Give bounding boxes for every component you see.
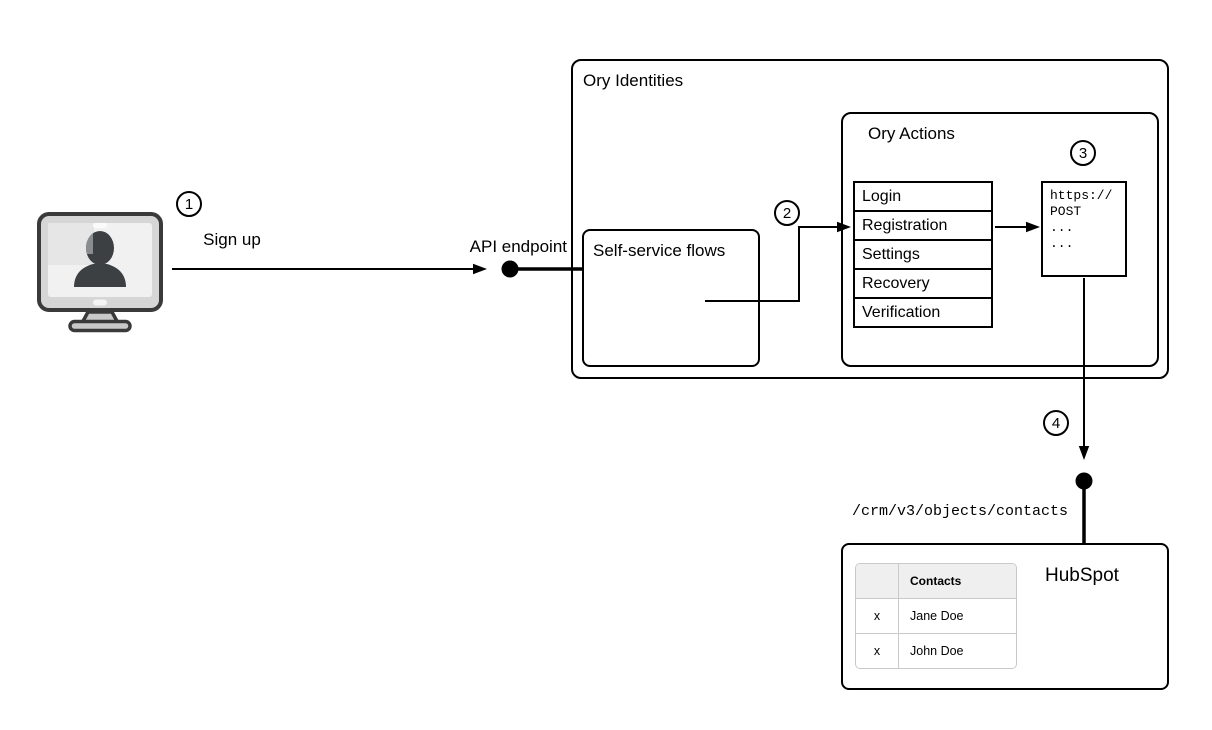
contacts-header-cell: Contacts: [910, 574, 962, 588]
hubspot-endpoint-dot-icon: [1075, 472, 1093, 490]
flow-row-recovery: Recovery: [855, 268, 991, 297]
monitor-chin-button: [93, 299, 107, 306]
self-service-flows-list: Login Registration Settings Recovery Ver…: [853, 181, 993, 328]
signup-label: Sign up: [203, 230, 261, 249]
contacts-table: Contacts x Jane Doe x John Doe: [855, 563, 1017, 669]
webhook-request-box: https:// POST ... ...: [1041, 181, 1127, 277]
monitor-screen-shade: [48, 223, 94, 265]
ory-actions-box: Ory Actions Login Registration Settings …: [841, 112, 1159, 367]
contact-name-cell: John Doe: [910, 644, 964, 658]
contacts-header-empty-cell: [856, 564, 899, 598]
flow-row-verification: Verification: [855, 297, 991, 326]
api-endpoint-dot-icon: [501, 260, 519, 278]
ory-identities-title: Ory Identities: [583, 71, 684, 90]
hubspot-title: HubSpot: [1045, 565, 1119, 586]
monitor-stand-base: [68, 319, 132, 333]
contact-mark-cell: x: [856, 599, 899, 633]
hubspot-box: HubSpot Contacts x Jane Doe x John Doe: [841, 543, 1169, 690]
api-endpoint-label: API endpoint: [469, 237, 567, 256]
monitor-screen-highlight: [93, 223, 107, 228]
ory-actions-title: Ory Actions: [868, 124, 955, 143]
user-silhouette-icon: [74, 231, 126, 287]
code-line-ellipsis-2: ...: [1050, 236, 1074, 251]
hubspot-endpoint-path-label: /crm/v3/objects/contacts: [851, 503, 1068, 520]
step-1-badge: 1: [176, 191, 202, 217]
contacts-table-row: x John Doe: [856, 633, 1016, 668]
hubspot-arrowhead-icon: [1078, 446, 1090, 460]
code-line-ellipsis-1: ...: [1050, 220, 1074, 235]
signup-arrowhead-icon: [473, 263, 487, 275]
contacts-table-row: x Jane Doe: [856, 598, 1016, 633]
contacts-table-header-row: Contacts: [856, 564, 1016, 598]
code-line-method: POST: [1050, 204, 1082, 219]
code-line-url: https://: [1050, 188, 1113, 203]
contact-name-cell: Jane Doe: [910, 609, 964, 623]
step-2-badge: 2: [774, 200, 800, 226]
step-3-badge: 3: [1070, 140, 1096, 166]
flow-row-login: Login: [862, 187, 902, 205]
flow-row-settings: Settings: [855, 239, 991, 268]
self-service-flows-box: Self-service flows: [582, 229, 760, 367]
ory-identities-box: Ory Identities Self-service flows Ory Ac…: [571, 59, 1169, 379]
flow-row-registration: Registration: [855, 210, 991, 239]
contact-mark-cell: x: [856, 634, 899, 668]
step-4-badge: 4: [1043, 410, 1069, 436]
self-service-flows-title: Self-service flows: [593, 241, 726, 260]
user-computer-icon: [37, 212, 163, 333]
